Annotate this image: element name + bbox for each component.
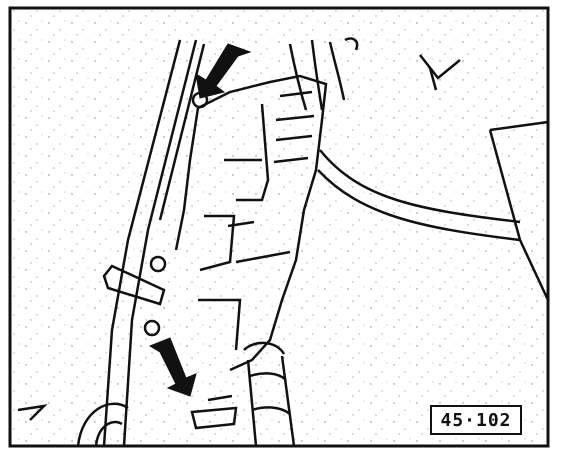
lower-left-detail: [17, 402, 129, 447]
speckle-texture: [12, 10, 546, 444]
arrow-bottom: [148, 337, 197, 397]
pillar-strip: [102, 39, 206, 447]
arrow-top: [195, 43, 252, 99]
mounting-clip: [102, 91, 209, 337]
connector-block: [174, 74, 328, 372]
figure-reference-label: 45·102: [430, 405, 522, 435]
cable-bundle: [243, 341, 296, 447]
wire-harness-top: [288, 37, 521, 242]
base-plate: [190, 394, 238, 430]
side-panel: [419, 54, 550, 301]
